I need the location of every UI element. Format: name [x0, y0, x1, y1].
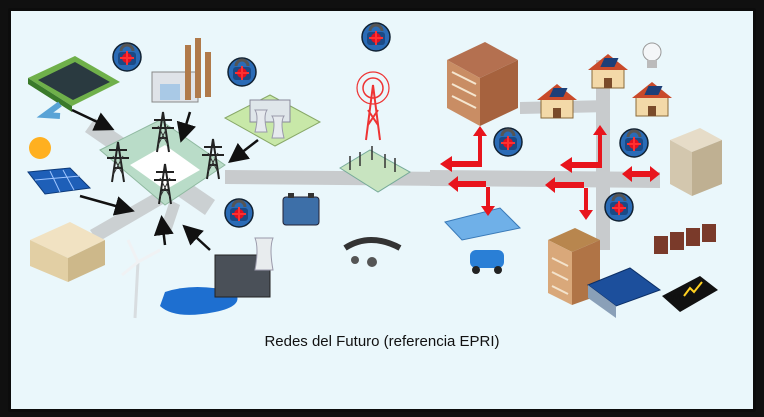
substation-hub — [99, 111, 226, 206]
ev-charging-icon — [444, 207, 522, 274]
nuclear-plant-icon — [160, 237, 274, 315]
security-lock-icon — [618, 127, 650, 159]
security-lock-icon — [360, 21, 392, 53]
apartment-building-icon — [548, 228, 600, 305]
red-flow-arrows — [440, 125, 660, 220]
solar-panel-icon — [27, 137, 92, 195]
security-lock-icon — [603, 191, 635, 223]
security-lock-icon — [223, 197, 255, 229]
factory-icon — [670, 128, 722, 196]
wind-turbine-icon — [121, 239, 161, 319]
smart-meter-icon: kWh — [662, 276, 718, 312]
house-icon — [587, 53, 629, 89]
industrial-plant-icon — [151, 38, 211, 103]
black-flow-arrows — [71, 108, 259, 251]
office-building-icon — [447, 42, 518, 126]
house-icon — [536, 83, 578, 119]
factory-icon — [30, 222, 105, 282]
diagram-caption: Redes del Futuro (referencia EPRI) — [264, 333, 500, 350]
power-plant-icon — [223, 94, 322, 147]
security-lock-icon — [492, 126, 524, 158]
communication-tower-icon — [356, 71, 390, 141]
storage-units-icon — [654, 224, 716, 254]
battery-storage-icon — [282, 193, 320, 226]
security-lock-icon — [111, 41, 143, 73]
security-lock-icon — [226, 56, 258, 88]
meter-label: kWh — [666, 292, 684, 302]
solar-farm-icon — [28, 56, 120, 119]
substation-icon — [339, 146, 411, 193]
solar-panel-icon — [586, 267, 662, 318]
control-center-icon — [343, 237, 402, 267]
sun-icon — [29, 137, 51, 159]
house-icon — [631, 81, 673, 117]
light-bulb-icon — [642, 42, 662, 68]
